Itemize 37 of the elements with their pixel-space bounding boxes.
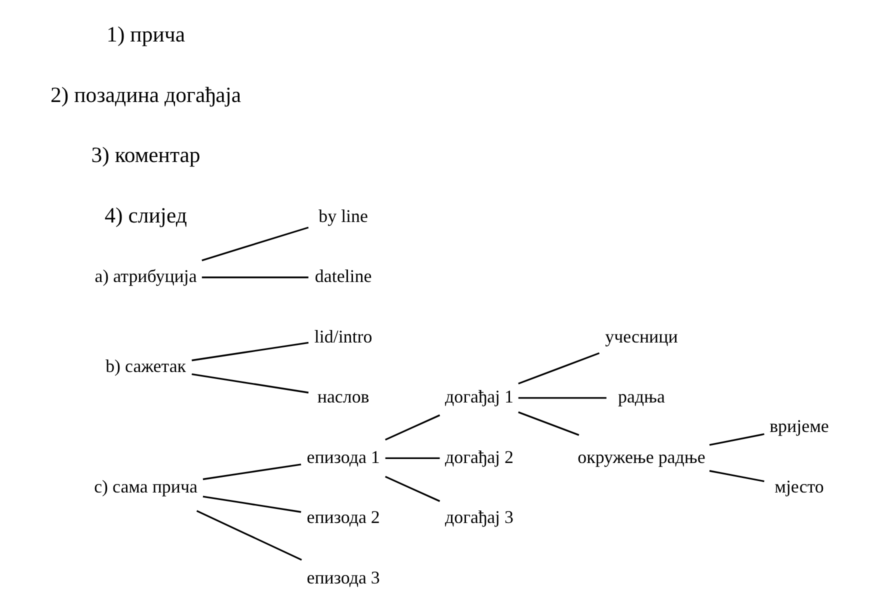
connector xyxy=(202,464,301,480)
connector xyxy=(202,496,301,513)
connector xyxy=(384,457,440,460)
connector xyxy=(708,433,764,446)
node-text: епизода 2 xyxy=(306,507,380,528)
node-text: вријеме xyxy=(769,416,828,436)
connector xyxy=(708,470,764,482)
node-text: епизода 3 xyxy=(306,567,380,588)
node-text: by line xyxy=(318,206,368,226)
connector xyxy=(384,414,440,441)
connector xyxy=(201,226,308,262)
label: 1) прича xyxy=(106,22,185,47)
connector xyxy=(201,276,308,278)
connector xyxy=(518,397,606,399)
label: 2) позадина догађаја xyxy=(50,82,241,107)
node-text: догађај 2 xyxy=(444,446,513,467)
connector xyxy=(191,373,308,394)
connector xyxy=(196,510,302,561)
connector xyxy=(518,352,600,384)
node-text: окружење радње xyxy=(577,446,705,467)
label: 3) коментар xyxy=(90,143,200,168)
node-text: учесници xyxy=(604,326,678,346)
node-text: lid/intro xyxy=(314,326,372,346)
connector xyxy=(191,342,308,362)
node-text: b) сажетак xyxy=(105,356,186,376)
node-text: мјесто xyxy=(774,476,824,496)
node-text: dateline xyxy=(314,266,372,286)
node-text: догађај 1 xyxy=(444,386,513,407)
node-text: догађај 3 xyxy=(444,507,513,528)
node-text: a) атрибуција xyxy=(94,266,196,286)
connector xyxy=(384,476,440,502)
node-text: c) сама прича xyxy=(94,476,197,496)
node-text: епизода 1 xyxy=(306,446,380,467)
connector xyxy=(518,411,579,436)
label: 4) слијед xyxy=(104,203,186,228)
node-text: радња xyxy=(617,386,664,407)
node-text: наслов xyxy=(316,386,369,407)
